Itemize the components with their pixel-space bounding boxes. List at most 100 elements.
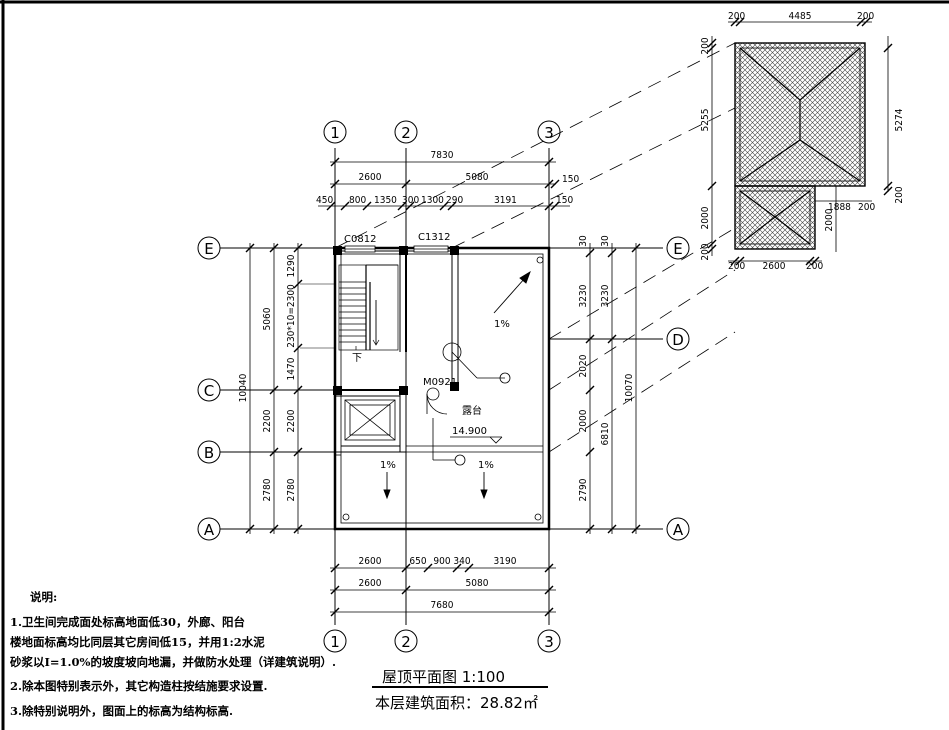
dim-left-2780a: 2780 bbox=[262, 478, 273, 501]
drawing-title: 屋顶平面图 1:100 bbox=[382, 668, 505, 686]
window-label-c0812: C0812 bbox=[344, 234, 376, 245]
dim-left-2200b: 2200 bbox=[286, 409, 297, 432]
elevation-marker bbox=[450, 436, 503, 444]
right-dimension-lines bbox=[585, 243, 641, 534]
slope-label-left: 1% bbox=[380, 460, 396, 471]
axis-label-row-e-right: E bbox=[673, 240, 682, 258]
axis-label-row-a-right: A bbox=[673, 521, 684, 539]
dim-bottom-overall: 7680 bbox=[431, 600, 454, 611]
dim-bottom-650: 650 bbox=[409, 556, 426, 567]
structural-columns bbox=[333, 246, 459, 395]
roof-dim-mid-200: 200 bbox=[858, 202, 875, 213]
notes-line-4: 2.除本图特别表示外，其它构造柱按结施要求设置. bbox=[10, 679, 268, 693]
axis-label-col-3-bottom: 3 bbox=[544, 633, 554, 651]
roof-dim-left-200a: 200 bbox=[700, 37, 711, 54]
dim-left-2200a: 2200 bbox=[262, 409, 273, 432]
dim-left-1290: 1290 bbox=[286, 254, 297, 277]
dim-bottom-340: 340 bbox=[453, 556, 470, 567]
roof-dim-bottom-200a: 200 bbox=[728, 261, 745, 272]
notes-heading: 说明: bbox=[30, 590, 57, 604]
dim-right-2000: 2000 bbox=[578, 409, 589, 432]
slope-arrows bbox=[383, 270, 531, 500]
stair bbox=[338, 264, 399, 351]
top-dimension-lines bbox=[318, 157, 570, 211]
axis-label-row-b-left: B bbox=[204, 444, 214, 462]
dim-top-150b: 150 bbox=[556, 195, 573, 206]
door-label-m0921: M0921 bbox=[423, 377, 457, 388]
projection-lines bbox=[334, 42, 736, 453]
axis-label-col-2-top: 2 bbox=[401, 124, 411, 142]
dim-top-290: 290 bbox=[446, 195, 463, 206]
dim-left-1470: 1470 bbox=[286, 357, 297, 380]
building-walls bbox=[333, 246, 551, 531]
roof-dim-right-5274: 5274 bbox=[894, 108, 905, 131]
window-openings bbox=[344, 245, 449, 253]
dim-bottom-900: 900 bbox=[433, 556, 450, 567]
bottom-dimension-lines bbox=[330, 563, 556, 617]
dim-left-10040: 10040 bbox=[238, 373, 249, 402]
axis-label-row-c-left: C bbox=[204, 382, 214, 400]
dim-top-300: 300 bbox=[402, 195, 419, 206]
dim-top-800: 800 bbox=[349, 195, 366, 206]
elevator-shaft bbox=[344, 399, 396, 441]
dim-right-2790: 2790 bbox=[578, 478, 589, 501]
dim-left-2780b: 2780 bbox=[286, 478, 297, 501]
dim-top-450: 450 bbox=[316, 195, 333, 206]
roof-dim-left-2000a: 2000 bbox=[700, 206, 711, 229]
dim-bottom-2600a: 2600 bbox=[359, 556, 382, 567]
axis-bubbles bbox=[197, 120, 690, 653]
dim-top-overall: 7830 bbox=[431, 150, 454, 161]
slope-label-terrace: 1% bbox=[494, 319, 510, 330]
door-m0921 bbox=[426, 387, 448, 415]
dim-right-10070: 10070 bbox=[624, 373, 635, 402]
roof-dim-top-4485: 4485 bbox=[789, 11, 812, 22]
dim-top-2600: 2600 bbox=[359, 172, 382, 183]
dim-top-5080: 5080 bbox=[466, 172, 489, 183]
dim-bottom-5080: 5080 bbox=[466, 578, 489, 589]
axis-label-row-a-left: A bbox=[204, 521, 215, 539]
notes-line-5: 3.除特别说明外，图面上的标高为结构标高. bbox=[10, 704, 233, 718]
floor-area: 本层建筑面积：28.82㎡ bbox=[375, 694, 538, 712]
roof-dim-top-200a: 200 bbox=[728, 11, 745, 22]
roof-drains bbox=[342, 256, 544, 521]
window-label-c1312: C1312 bbox=[418, 232, 450, 243]
axis-label-row-e-left: E bbox=[204, 240, 213, 258]
notes-line-1: 1.卫生间完成面处标高地面低30，外廊、阳台 bbox=[10, 615, 245, 629]
stair-down-label: 下 bbox=[352, 353, 362, 364]
dim-top-1350: 1350 bbox=[374, 195, 397, 206]
axis-label-col-1-bottom: 1 bbox=[330, 633, 340, 651]
roof-dim-top-200b: 200 bbox=[857, 11, 874, 22]
roof-plan-hatch bbox=[734, 42, 866, 250]
dim-left-5060: 5060 bbox=[262, 307, 273, 330]
elevation-label: 14.900 bbox=[452, 426, 487, 437]
axis-label-col-3-top: 3 bbox=[544, 124, 554, 142]
roof-plan-dimension-lines bbox=[707, 17, 893, 266]
roof-dim-left-200b: 200 bbox=[700, 243, 711, 260]
dim-right-6810: 6810 bbox=[600, 422, 611, 445]
notes-line-3: 砂浆以I=1.0%的坡度坡向地漏，并做防水处理（详建筑说明）. bbox=[10, 655, 336, 669]
dim-right-3230b: 3230 bbox=[600, 284, 611, 307]
dim-top-150a: 150 bbox=[562, 174, 579, 185]
dim-top-1300: 1300 bbox=[421, 195, 444, 206]
slope-label-right: 1% bbox=[478, 460, 494, 471]
dim-right-30b: 30 bbox=[600, 235, 611, 247]
roof-dim-left-5255: 5255 bbox=[700, 109, 711, 132]
roof-dim-right-200: 200 bbox=[894, 186, 905, 203]
dim-bottom-3190: 3190 bbox=[494, 556, 517, 567]
axis-label-col-1-top: 1 bbox=[330, 124, 340, 142]
axis-label-col-2-bottom: 2 bbox=[401, 633, 411, 651]
dim-top-3191: 3191 bbox=[494, 195, 517, 206]
roof-dim-mid-2000: 2000 bbox=[824, 208, 835, 231]
roof-dim-bottom-2600: 2600 bbox=[763, 261, 786, 272]
axis-label-row-d-right: D bbox=[672, 331, 684, 349]
dim-bottom-2600b: 2600 bbox=[359, 578, 382, 589]
terrace-label: 露台 bbox=[462, 404, 482, 417]
roof-dim-mid-1888: 1888 bbox=[828, 202, 851, 213]
dim-right-30a: 30 bbox=[578, 235, 589, 247]
dim-left-stair-steps: 230*10=2300 bbox=[286, 284, 297, 348]
dim-right-2020: 2020 bbox=[578, 354, 589, 377]
roof-dim-bottom-200b: 200 bbox=[806, 261, 823, 272]
notes-line-2: 楼地面标高均比同层其它房间低15，并用1:2水泥 bbox=[10, 635, 265, 649]
